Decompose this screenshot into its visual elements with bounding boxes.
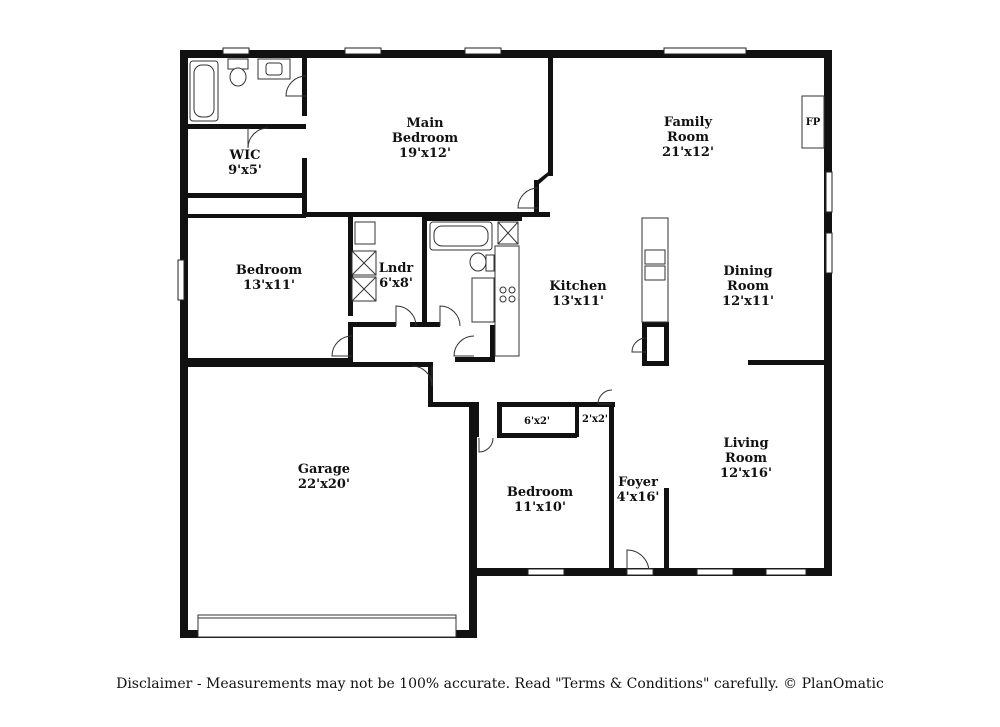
fireplace-label: FP [806, 117, 821, 128]
garage-name: Garage [298, 462, 350, 477]
living-room-size: 12'x16' [720, 466, 772, 481]
fixtures [189, 58, 825, 357]
kitchen-sink-icon [644, 249, 666, 265]
wic-size: 9'x5' [228, 163, 262, 178]
window-main-bedroom-2 [464, 47, 502, 55]
interior-walls [188, 56, 828, 578]
room-garage: Garage 22'x20' [298, 462, 350, 492]
kitchen-name: Kitchen [549, 279, 607, 294]
window-bedroom-south [527, 568, 565, 576]
wic-name: WIC [228, 148, 260, 163]
foyer-size: 4'x16' [617, 490, 660, 505]
foyer-name: Foyer [618, 475, 658, 490]
room-family: Family Room 21'x12' [662, 115, 714, 160]
bedroom-south-size: 11'x10' [514, 500, 566, 515]
dining-room-size: 12'x11' [722, 294, 774, 309]
room-main-bedroom: Main Bedroom 19'x12' [392, 116, 459, 161]
bedroom-west-name: Bedroom [236, 263, 303, 278]
dining-room-name-2: Room [727, 279, 769, 294]
kitchen-size: 13'x11' [552, 294, 604, 309]
family-room-name-2: Room [667, 130, 709, 145]
kitchen-counter [494, 245, 520, 357]
room-wic: WIC 9'x5' [228, 148, 262, 178]
window-main-bedroom-1 [344, 47, 382, 55]
room-foyer: Foyer 4'x16' [617, 475, 660, 505]
room-laundry: Lndr 6'x8' [379, 261, 414, 291]
fireplace-icon [801, 95, 825, 149]
window-dining-east [825, 232, 833, 274]
toilet-2-icon [469, 252, 487, 272]
window-family-room [663, 47, 747, 55]
window-living-2 [765, 568, 807, 576]
stove-icon [499, 286, 507, 294]
window-bath [222, 47, 250, 55]
room-living: Living Room 12'x16' [720, 436, 772, 481]
laundry-name: Lndr [379, 261, 414, 276]
laundry-sink-icon [354, 221, 376, 245]
window-bedroom-west [177, 259, 185, 301]
main-bedroom-name-2: Bedroom [392, 131, 459, 146]
closet-2x2-size: 2'x2' [582, 414, 608, 425]
entry-door [626, 568, 654, 576]
main-bedroom-size: 19'x12' [399, 146, 451, 161]
garage-size: 22'x20' [298, 477, 350, 492]
windows [177, 47, 833, 576]
window-living-1 [696, 568, 734, 576]
room-dining: Dining Room 12'x11' [722, 264, 774, 309]
living-room-name-1: Living [723, 436, 768, 451]
room-bedroom-west: Bedroom 13'x11' [236, 263, 303, 293]
dining-room-name-1: Dining [723, 264, 772, 279]
room-kitchen: Kitchen 13'x11' [549, 279, 607, 309]
bedroom-west-size: 13'x11' [243, 278, 295, 293]
room-bedroom-south: Bedroom 11'x10' [507, 485, 574, 515]
family-room-size: 21'x12' [662, 145, 714, 160]
disclaimer-text: Disclaimer - Measurements may not be 100… [116, 676, 884, 692]
living-room-name-2: Room [725, 451, 767, 466]
bedroom-south-name: Bedroom [507, 485, 574, 500]
laundry-size: 6'x8' [379, 276, 413, 291]
window-family-room-east [825, 171, 833, 213]
doors [247, 75, 654, 576]
closet-6x2-size: 6'x2' [524, 416, 550, 427]
garage-door [197, 614, 457, 638]
floor-plan: Main Bedroom 19'x12' WIC 9'x5' Family Ro… [177, 47, 833, 638]
main-bedroom-name-1: Main [406, 116, 444, 131]
family-room-name-1: Family [664, 115, 713, 130]
vanity-icon [471, 277, 495, 323]
